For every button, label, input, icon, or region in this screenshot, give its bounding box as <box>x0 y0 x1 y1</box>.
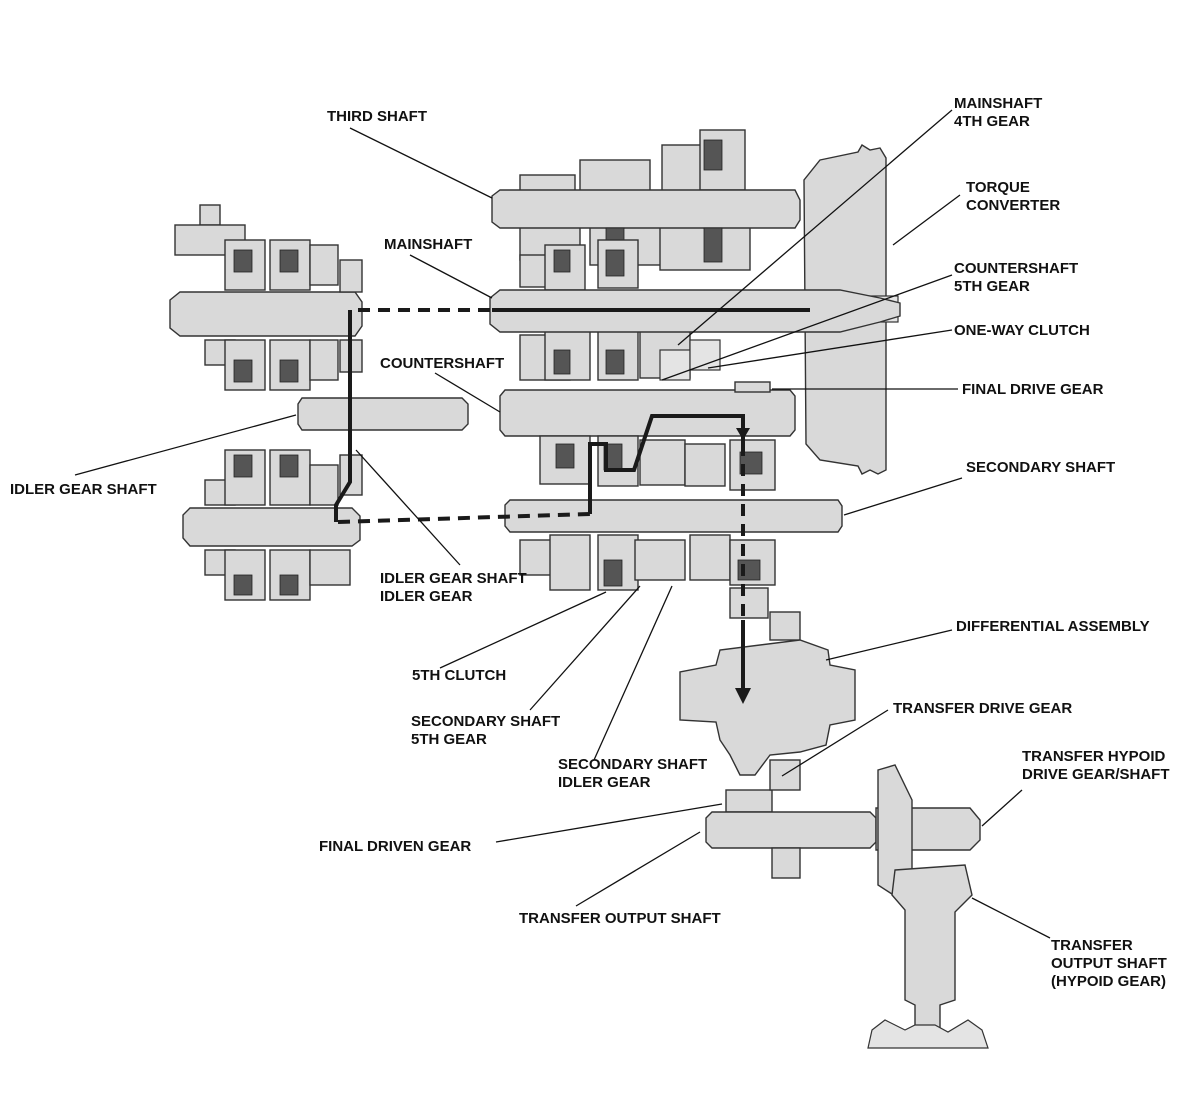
label-secondary-shaft-idler-gear: SECONDARY SHAFT IDLER GEAR <box>558 756 711 791</box>
secondary-shaft-assembly <box>504 499 843 591</box>
third-shaft-assembly <box>491 129 801 271</box>
label-third-shaft: THIRD SHAFT <box>327 108 427 125</box>
label-mainshaft: MAINSHAFT <box>384 236 472 253</box>
label-transfer-drive-gear: TRANSFER DRIVE GEAR <box>893 700 1072 717</box>
callout-labels: THIRD SHAFT MAINSHAFT 4TH GEAR TORQUE CO… <box>10 95 1171 990</box>
power-flow-path <box>334 308 810 704</box>
label-differential-assembly: DIFFERENTIAL ASSEMBLY <box>956 618 1150 635</box>
mainshaft-assembly <box>489 239 901 381</box>
label-transfer-output-shaft-hypoid-gear: TRANSFER OUTPUT SHAFT (HYPOID GEAR) <box>1051 937 1171 990</box>
label-idler-gear-shaft: IDLER GEAR SHAFT <box>10 481 157 498</box>
countershaft-assembly <box>499 381 796 491</box>
differential-and-transfer <box>679 587 989 1049</box>
label-transfer-output-shaft: TRANSFER OUTPUT SHAFT <box>519 910 721 927</box>
label-transfer-hypoid-drive-gear-shaft: TRANSFER HYPOID DRIVE GEAR/SHAFT <box>1022 748 1170 783</box>
label-final-drive-gear: FINAL DRIVE GEAR <box>962 381 1104 398</box>
label-countershaft: COUNTERSHAFT <box>380 355 504 372</box>
leader-lines <box>74 109 1051 939</box>
label-mainshaft-4th-gear: MAINSHAFT 4TH GEAR <box>954 95 1047 130</box>
label-countershaft-5th-gear: COUNTERSHAFT 5TH GEAR <box>954 260 1082 295</box>
label-idler-gear-shaft-idler-gear: IDLER GEAR SHAFT IDLER GEAR <box>380 570 531 605</box>
label-secondary-shaft: SECONDARY SHAFT <box>966 459 1115 476</box>
idler-shaft-cluster <box>169 204 469 601</box>
label-5th-clutch: 5TH CLUTCH <box>412 667 506 684</box>
label-final-driven-gear: FINAL DRIVEN GEAR <box>319 838 471 855</box>
label-one-way-clutch: ONE-WAY CLUTCH <box>954 322 1090 339</box>
label-secondary-shaft-5th-gear: SECONDARY SHAFT 5TH GEAR <box>411 713 564 748</box>
label-torque-converter: TORQUE CONVERTER <box>966 179 1060 214</box>
